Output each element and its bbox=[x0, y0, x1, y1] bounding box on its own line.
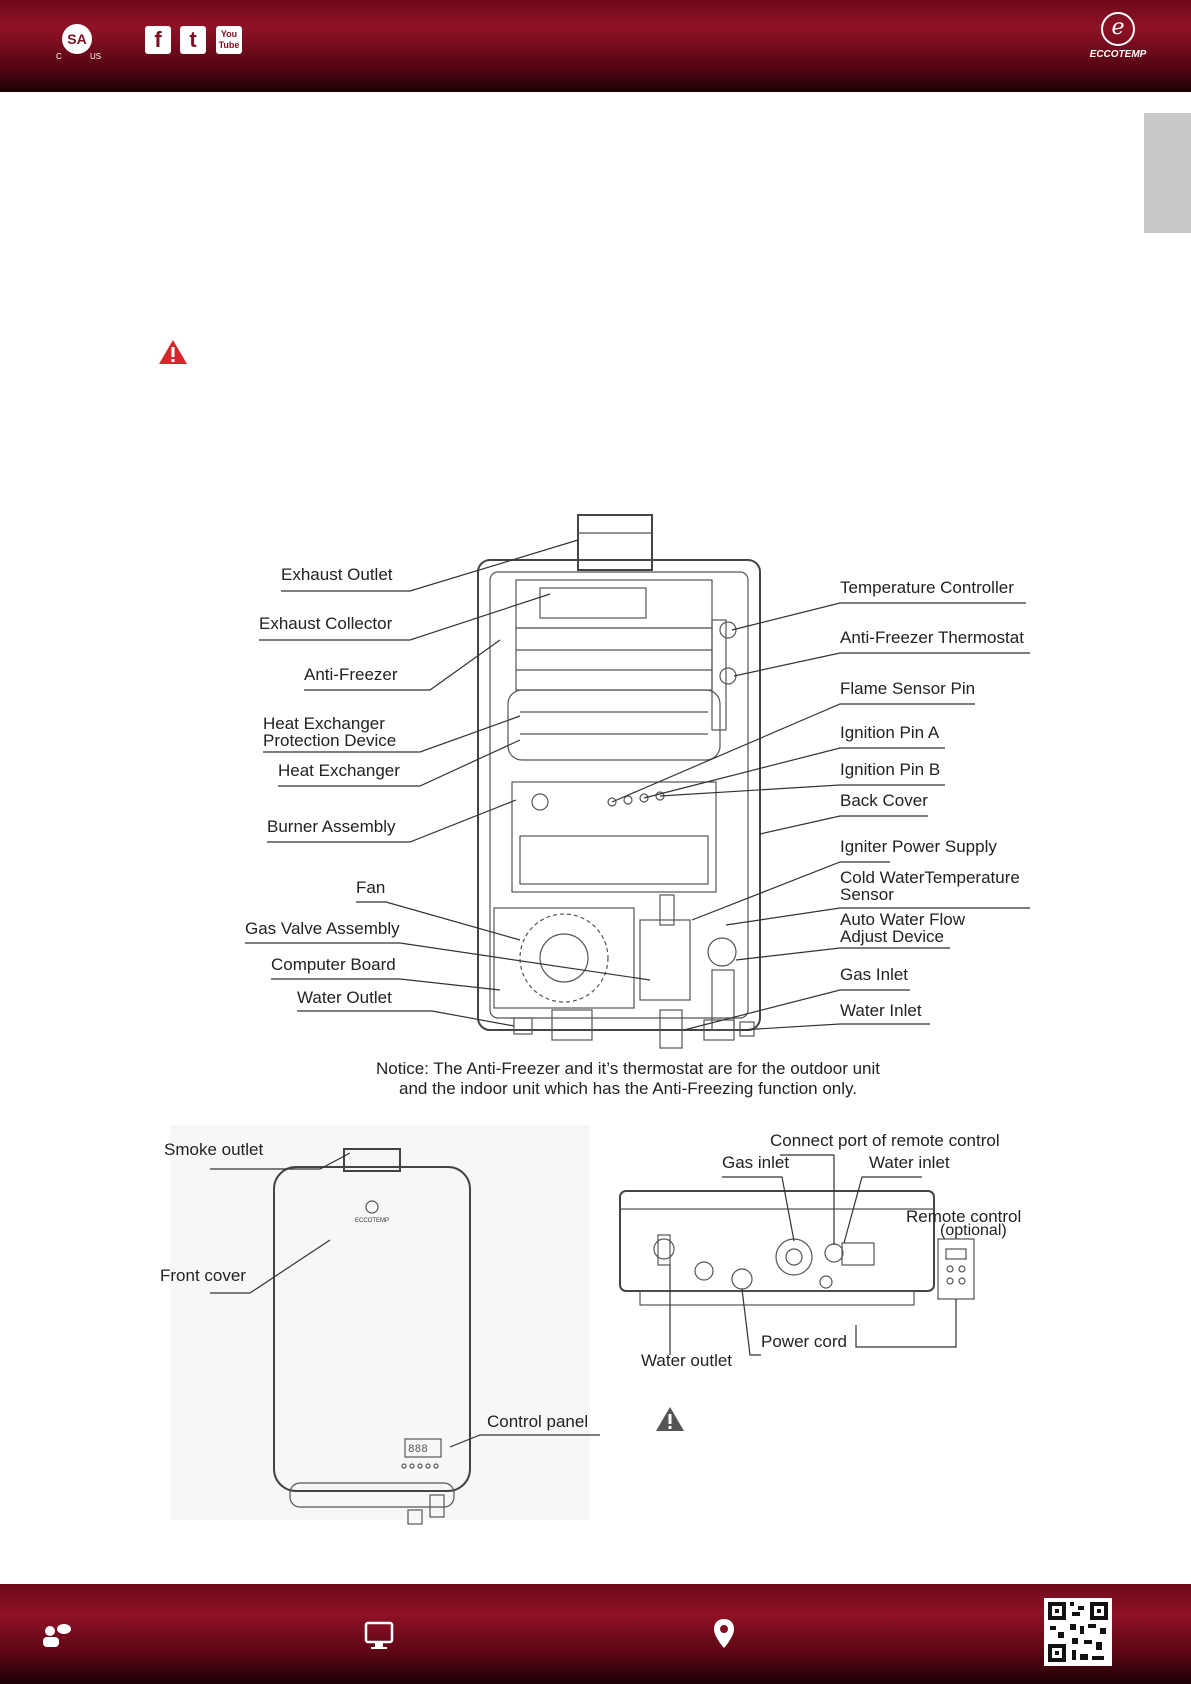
contact-icon[interactable] bbox=[40, 1621, 74, 1651]
label-burner-assembly: Burner Assembly bbox=[267, 817, 396, 836]
label-water-inlet: Water Inlet bbox=[840, 1001, 922, 1020]
twitter-icon[interactable]: t bbox=[180, 26, 206, 54]
youtube-icon[interactable]: You Tube bbox=[216, 26, 242, 54]
label-back-cover: Back Cover bbox=[840, 791, 928, 810]
csa-cert-logo: SA C US bbox=[56, 20, 106, 64]
label-ignition-pin-a: Ignition Pin A bbox=[840, 723, 940, 742]
csa-us-text: US bbox=[90, 52, 102, 61]
label-gas-valve-assembly: Gas Valve Assembly bbox=[245, 919, 400, 938]
label-cold-water-temp-1: Cold WaterTemperature bbox=[840, 868, 1020, 887]
notice-line-2: and the indoor unit which has the Anti-F… bbox=[399, 1079, 857, 1098]
display-digits: 888 bbox=[408, 1444, 428, 1456]
youtube-top-text: You bbox=[220, 29, 238, 39]
label-gas-inlet: Gas Inlet bbox=[840, 965, 908, 984]
label-anti-freezer: Anti-Freezer bbox=[304, 665, 398, 684]
bottom-view-diagram: Connect port of remote control Gas inlet… bbox=[619, 1131, 1021, 1370]
eccotemp-logo[interactable]: e ECCOTEMP bbox=[1082, 12, 1154, 64]
header-band: SA C US f t You Tube e ECCOTEMP bbox=[0, 0, 1191, 92]
right-labels: Temperature Controller Anti-Freezer Ther… bbox=[611, 578, 1030, 1031]
youtube-bottom-text: Tube bbox=[218, 40, 240, 50]
notice-line-1: Notice: The Anti-Freezer and it’s thermo… bbox=[376, 1059, 880, 1078]
label-cold-water-temp-2: Sensor bbox=[840, 885, 894, 904]
label-water-inlet-bottom: Water inlet bbox=[869, 1153, 950, 1172]
csa-c-text: C bbox=[56, 52, 62, 61]
label-flame-sensor-pin: Flame Sensor Pin bbox=[840, 679, 975, 698]
front-view-diagram: ECCOTEMP 888 Smoke outlet Front cover Co… bbox=[160, 1125, 600, 1525]
label-temperature-controller: Temperature Controller bbox=[840, 578, 1014, 597]
label-connect-port: Connect port of remote control bbox=[770, 1131, 1000, 1150]
label-igniter-power-supply: Igniter Power Supply bbox=[840, 837, 997, 856]
label-power-cord: Power cord bbox=[761, 1332, 847, 1351]
logo-text: ECCOTEMP bbox=[1089, 49, 1147, 60]
footer-band bbox=[0, 1584, 1191, 1684]
label-exhaust-collector: Exhaust Collector bbox=[259, 614, 393, 633]
label-heat-exchanger: Heat Exchanger bbox=[278, 761, 400, 780]
label-fan: Fan bbox=[356, 878, 385, 897]
label-heat-exchanger-protection-1: Heat Exchanger bbox=[263, 714, 385, 733]
label-front-cover: Front cover bbox=[160, 1266, 246, 1285]
label-control-panel: Control panel bbox=[487, 1412, 588, 1431]
left-labels: Exhaust Outlet Exhaust Collector Anti-Fr… bbox=[245, 539, 651, 1027]
label-remote-optional: (optional) bbox=[940, 1222, 1007, 1239]
unit-logo-text: ECCOTEMP bbox=[355, 1218, 389, 1224]
label-smoke-outlet: Smoke outlet bbox=[164, 1140, 263, 1159]
label-computer-board: Computer Board bbox=[271, 955, 396, 974]
logo-e-icon: e bbox=[1101, 12, 1135, 46]
label-auto-water-flow-2: Adjust Device bbox=[840, 927, 944, 946]
label-remote-control: Remote control bbox=[906, 1207, 1021, 1226]
label-auto-water-flow-1: Auto Water Flow bbox=[840, 910, 966, 929]
warning-icon bbox=[159, 340, 187, 364]
side-tab[interactable] bbox=[1144, 113, 1191, 233]
label-exhaust-outlet: Exhaust Outlet bbox=[281, 565, 393, 584]
qr-code[interactable] bbox=[1044, 1598, 1112, 1666]
label-water-outlet-bottom: Water outlet bbox=[641, 1351, 732, 1370]
csa-mark: SA bbox=[62, 24, 92, 54]
label-gas-inlet-bottom: Gas inlet bbox=[722, 1153, 789, 1172]
label-ignition-pin-b: Ignition Pin B bbox=[840, 760, 940, 779]
label-heat-exchanger-protection-2: Protection Device bbox=[263, 731, 396, 750]
caution-icon bbox=[656, 1407, 684, 1431]
label-water-outlet: Water Outlet bbox=[297, 988, 392, 1007]
computer-icon[interactable] bbox=[364, 1621, 394, 1651]
water-heater-internal-diagram: Exhaust Outlet Exhaust Collector Anti-Fr… bbox=[245, 514, 1030, 1098]
location-icon[interactable] bbox=[712, 1617, 736, 1651]
facebook-icon[interactable]: f bbox=[145, 26, 171, 54]
label-anti-freezer-thermostat: Anti-Freezer Thermostat bbox=[840, 628, 1024, 647]
